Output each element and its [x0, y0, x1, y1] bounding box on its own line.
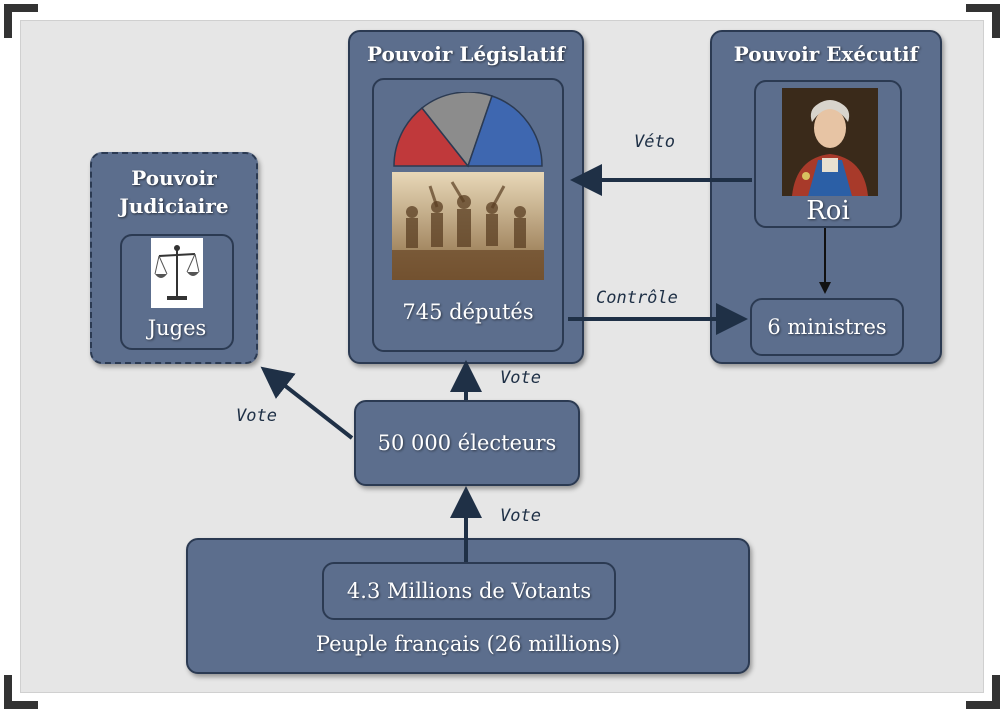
judiciaire-title-line2: Judiciaire — [119, 194, 229, 218]
executif-box: Pouvoir Exécutif Roi 6 ministres — [710, 30, 942, 364]
electeurs-box: 50 000 électeurs — [354, 400, 580, 486]
legislatif-box: Pouvoir Législatif — [348, 30, 584, 364]
votants-box: 4.3 Millions de Votants — [322, 562, 616, 620]
deputes-box: 745 députés — [372, 78, 564, 352]
legislatif-title: Pouvoir Législatif — [366, 42, 566, 66]
deputes-label: 745 députés — [402, 300, 534, 324]
peuple-box: 4.3 Millions de Votants Peuple français … — [186, 538, 750, 674]
juges-box: Juges — [120, 234, 234, 350]
scales-of-justice-icon — [151, 238, 203, 308]
controle-label: Contrôle — [596, 288, 678, 308]
vote-label-electeurs: Vote — [500, 506, 541, 526]
peuple-label: Peuple français (26 millions) — [315, 632, 621, 656]
roi-label: Roi — [806, 196, 850, 226]
vote-judiciaire-arrow — [260, 366, 354, 440]
roi-box: Roi — [754, 80, 902, 228]
executif-title: Pouvoir Exécutif — [733, 42, 919, 66]
votants-label: 4.3 Millions de Votants — [346, 579, 592, 603]
juges-label: Juges — [147, 316, 207, 340]
judiciaire-box: Pouvoir Judiciaire Juges — [90, 152, 258, 364]
ministres-label: 6 ministres — [767, 315, 887, 339]
ministres-box: 6 ministres — [750, 298, 904, 356]
judiciaire-title-line1: Pouvoir — [131, 166, 217, 190]
assembly-painting — [392, 172, 544, 280]
king-portrait — [782, 88, 878, 196]
veto-label: Véto — [634, 132, 675, 152]
vote-label-legislatif: Vote — [500, 368, 541, 388]
hemicycle-icon — [393, 92, 543, 168]
vote-label-judiciaire: Vote — [236, 406, 277, 426]
electeurs-label: 50 000 électeurs — [377, 431, 557, 455]
